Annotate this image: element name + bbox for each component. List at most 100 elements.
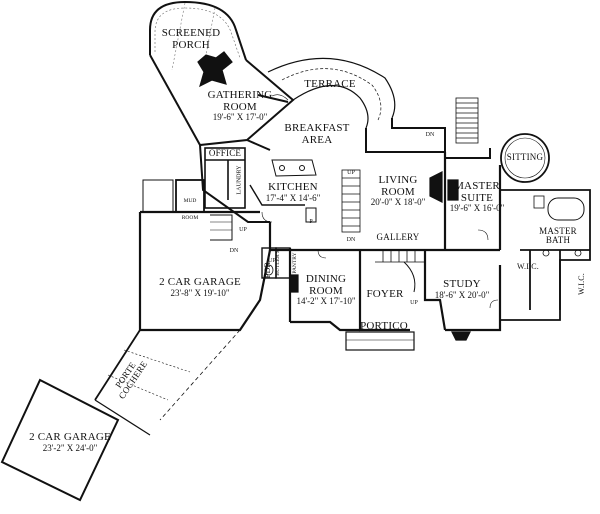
breakfast-up-note: UP <box>347 162 355 179</box>
terrace-rear-wall <box>391 118 491 159</box>
pantry-p-note: P <box>309 211 312 228</box>
terrace-name: TERRACE <box>304 78 356 90</box>
wic-right-label: W.I.C. <box>576 272 586 296</box>
terrace-outline <box>267 57 396 129</box>
portico-label: PORTICO <box>360 320 408 333</box>
laundry-name: LAUNDRY <box>236 165 243 195</box>
wic-right-name: W.I.C. <box>576 272 586 296</box>
sitting-name: SITTING <box>506 152 544 162</box>
pdr-pantry-walls <box>261 247 291 279</box>
mud-room-walls <box>142 179 233 241</box>
master-bath-name-2: BATH <box>545 235 571 246</box>
gathering-room-name-1: GATHERING <box>207 89 273 101</box>
screened-porch-label: SCREENED PORCH <box>161 27 221 51</box>
breakfast-area-name-2: AREA <box>301 133 333 146</box>
garage-up-note: UP <box>268 250 276 267</box>
master-fireplace <box>447 179 459 201</box>
garage-2-label: 2 CAR GARAGE 23'-2" X 24'-0" <box>29 431 111 453</box>
gathering-room-label: GATHERING ROOM 19'-6" X 17'-0" <box>207 89 273 123</box>
breakfast-area-label: BREAKFAST AREA <box>284 122 350 146</box>
garage-up-text: UP <box>268 258 276 264</box>
main-walls <box>138 152 502 332</box>
study-name: STUDY <box>443 278 481 290</box>
master-suite-name-1: MASTER <box>454 180 500 192</box>
kitchen-dims: 17'-4" X 14'-6" <box>265 192 321 203</box>
study-label: STUDY 18'-6" X 20'-0" <box>434 278 490 300</box>
screened-porch-name-1: SCREENED <box>161 27 221 39</box>
portico-walls <box>345 331 415 351</box>
master-bath-label: MASTER BATH <box>539 226 577 246</box>
porte-cochere-walls <box>94 329 241 436</box>
mud-dn-note: DN <box>230 240 239 257</box>
screened-porch-name-2: PORCH <box>172 38 210 51</box>
foyer-name: FOYER <box>366 288 404 300</box>
living-fireplace <box>429 171 443 203</box>
kitchen-name: KITCHEN <box>268 181 318 193</box>
mud-room-label: MUD ROOM <box>182 190 199 224</box>
kitchen-label: KITCHEN 17'-4" X 14'-6" <box>265 181 321 203</box>
master-suite-label: MASTER SUITE 19'-6" X 16'-0" <box>449 180 505 214</box>
mud-room-name-2: ROOM <box>181 214 199 221</box>
stair-dn-text: DN <box>346 237 356 243</box>
garage-1-label: 2 CAR GARAGE 23'-8" X 19'-10" <box>159 276 241 298</box>
garage-1-name: 2 CAR GARAGE <box>159 276 241 288</box>
breakfast-up-text: UP <box>347 170 355 176</box>
sitting-label: SITTING <box>506 152 544 162</box>
mud-up-text: UP <box>239 227 247 233</box>
master-bath-name-1: MASTER <box>539 226 577 236</box>
living-room-name-1: LIVING <box>378 174 418 186</box>
mud-up-note: UP <box>239 219 247 236</box>
wic-left-name: W.I.C. <box>516 262 540 271</box>
gallery-stair <box>375 249 426 293</box>
center-stair <box>341 169 361 233</box>
dining-room-name-1: DINING <box>305 273 347 285</box>
stair-dn-note: DN <box>347 229 356 246</box>
second-garage-walls <box>0 378 120 502</box>
mud-dn-text: DN <box>229 248 239 254</box>
living-room-name-2: ROOM <box>381 185 415 198</box>
foyer-up-text: UP <box>410 300 418 306</box>
office-label: OFFICE <box>208 148 242 158</box>
gathering-room-dims: 19'-6" X 17'-0" <box>212 112 268 123</box>
sitting-room-walls <box>500 133 550 183</box>
breakfast-area-name-1: BREAKFAST <box>284 122 350 134</box>
gallery-name: GALLERY <box>376 232 420 242</box>
screened-porch-walls <box>149 0 247 119</box>
master-suite-name-2: SUITE <box>460 191 494 204</box>
study-fireplace <box>451 331 471 341</box>
study-dims: 18'-6" X 20'-0" <box>434 289 490 300</box>
gallery-label: GALLERY <box>376 232 420 242</box>
mud-room-name-1: MUD <box>183 198 197 204</box>
master-bath-walls <box>500 189 591 321</box>
office-name: OFFICE <box>208 148 242 158</box>
gathering-room-name-2: ROOM <box>223 100 257 113</box>
terrace-label: TERRACE <box>304 78 356 91</box>
foyer-label: FOYER <box>366 288 404 301</box>
dining-fireplace <box>289 274 299 293</box>
laundry-label: LAUNDRY <box>229 165 246 194</box>
garage-2-name: 2 CAR GARAGE <box>29 431 111 443</box>
terrace-dn-note: DN <box>426 124 435 141</box>
foyer-up-note: UP <box>410 292 418 309</box>
dining-room-dims: 14'-2" X 17'-10" <box>296 296 356 307</box>
terrace-stair <box>455 97 479 144</box>
porch-fireplace <box>197 51 233 88</box>
master-suite-dims: 19'-6" X 16'-0" <box>449 203 505 214</box>
living-room-dims: 20'-0" X 18'-0" <box>370 197 426 208</box>
office-laundry-walls <box>204 147 246 209</box>
dining-room-name-2: ROOM <box>309 284 343 297</box>
door-swings <box>261 94 499 309</box>
dining-room-label: DINING ROOM 14'-2" X 17'-10" <box>296 273 356 307</box>
terrace-dn-text: DN <box>425 132 435 138</box>
portico-name: PORTICO <box>360 320 408 332</box>
garage-2-dims: 23'-2" X 24'-0" <box>42 442 98 453</box>
wic-left-label: W.I.C. <box>516 262 540 271</box>
kitchen-breakfast-walls <box>199 128 445 223</box>
garage-1-dims: 23'-8" X 19'-10" <box>170 287 230 298</box>
living-room-label: LIVING ROOM 20'-0" X 18'-0" <box>370 174 426 208</box>
kitchen-island <box>249 159 317 223</box>
pantry-p-text: P <box>309 219 313 225</box>
butlers-pantry-name-2: PANTRY <box>292 252 298 274</box>
